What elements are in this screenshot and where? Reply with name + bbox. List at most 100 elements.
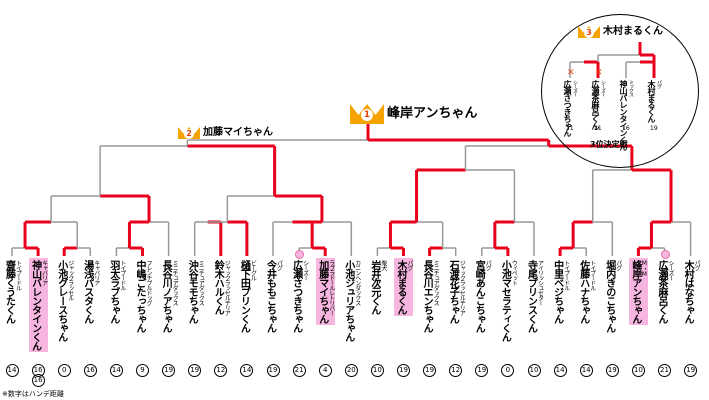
handicap-distance: 21: [291, 364, 307, 377]
player-entry: カニンヘンダックス小池ジュリアちゃん: [340, 258, 362, 343]
player-card: ミニチュアダックス長谷川ノアちゃん: [159, 258, 178, 334]
handicap-distance: 14: [239, 364, 255, 377]
handicap-distance-value: 10: [370, 364, 384, 377]
player-breed: シーズー: [667, 260, 674, 280]
player-name: 峰岸アンちゃん: [629, 260, 641, 323]
pink-dot-icon: [660, 250, 670, 259]
player-name: 神山バレンタインくん: [29, 260, 41, 350]
handicap-distance-value: 14: [109, 364, 123, 377]
handicap-distance-value: 9: [136, 364, 149, 377]
player-name: 岩井次元くん: [368, 260, 380, 314]
player-card: ジャックラッセルテリア石渡花子ちゃん: [446, 258, 465, 325]
player-breed: ミニチュアダックス: [432, 260, 440, 305]
player-card: パグ堀内きのこちゃん: [603, 258, 622, 334]
third-place-player-name: 広瀬茶麻呂くん: [591, 80, 600, 129]
handicap-distance: 19: [187, 364, 203, 377]
player-card: トイプードル佐藤ハナちゃん: [577, 258, 596, 325]
player-entry: キャバリア湯浅パスタくん: [79, 258, 101, 325]
handicap-distance-value: 19: [188, 364, 202, 377]
handicap-distance-value: 19: [423, 364, 437, 377]
player-name: 沖谷モモちゃん: [186, 260, 198, 323]
handicap-distance: 10: [630, 364, 646, 377]
handicap-distance: 19: [683, 364, 699, 377]
player-entry: キャバリア神山バレンタインくん: [27, 258, 49, 352]
third-place-distance: 19: [650, 125, 658, 132]
player-name: 加藤マイちゃん: [316, 260, 328, 323]
third-place-breed: シーズー: [600, 80, 606, 96]
player-card: ウィペット小池マセラティくん: [498, 258, 517, 343]
handicap-distance: 21: [657, 364, 673, 377]
handicap-distance-value: 0: [57, 364, 71, 377]
player-name: 広瀬さつきちゃん: [290, 260, 302, 332]
player-breed: パグ: [693, 260, 701, 270]
handicap-distance-value: 16: [83, 364, 97, 377]
player-entry: ジャックラッセル小池グレースちゃん: [53, 258, 75, 343]
handicap-distance-value: 14: [5, 364, 19, 377]
third-place-breed: パグ: [656, 80, 662, 88]
player-entry: 柴犬岩井次元くん: [366, 258, 388, 316]
third-place-label: 3 木村まるくん: [578, 20, 663, 38]
handicap-distance-value: 14: [553, 364, 567, 377]
player-card: パグ宮崎あんこちゃん: [472, 258, 491, 334]
third-place-distance: 21: [594, 125, 602, 132]
player-entry: ウィペット小池マセラティくん: [497, 258, 519, 343]
player-breed: パグ: [614, 260, 622, 270]
player-entry: フレンチブルドッグ中嶋ごたっちゃん: [132, 258, 154, 334]
handicap-distance: 14: [552, 364, 568, 377]
handicap-distance: 0: [56, 364, 72, 377]
player-name: 中嶋ごたっちゃん: [134, 260, 145, 332]
player-entry: ジャックラッセルテリア鈴木ハルくん: [210, 258, 232, 317]
player-entry: アイリッシュセター寺尾プリンスくん: [523, 258, 545, 334]
champion-label: 1 峰岸アンちゃん: [350, 98, 477, 124]
champion-name: 峰岸アンちゃん: [387, 105, 478, 121]
player-card: トイプードル中里ベジちゃん: [551, 258, 570, 325]
player-breed: トイプードル: [14, 260, 22, 290]
player-name: 木村はなちゃん: [682, 260, 694, 323]
player-card: トイプードル齋藤くうたくん: [3, 258, 22, 325]
handicap-distance-sub: 16: [30, 374, 46, 387]
lose-x-icon: ✕: [567, 68, 575, 78]
handicap-distance: 12: [448, 364, 464, 377]
handicap-distance: 19: [422, 364, 438, 377]
handicap-distance: 10: [526, 364, 542, 377]
player-card: キャバリア湯浅パスタくん: [81, 258, 100, 325]
player-card: トイプードル羽太ラブちゃん: [107, 258, 126, 325]
player-name: 樋下田プリンくん: [238, 260, 250, 332]
player-breed: キャバリア: [92, 260, 100, 285]
third-place-breed: ミックス: [628, 80, 634, 96]
player-card: ミニチュアダックス沖谷モモちゃん: [185, 258, 204, 325]
player-name: 堀内きのこちゃん: [603, 260, 615, 332]
player-name: 小池ジュリアちゃん: [342, 260, 354, 341]
player-name: 齋藤くうたくん: [3, 260, 15, 323]
handicap-distance-value: 10: [527, 364, 541, 377]
player-name: 中里ベジちゃん: [551, 260, 563, 323]
player-breed: アイリッシュセター: [536, 260, 544, 305]
player-name: 鈴木ハルくん: [212, 260, 224, 314]
third-place-player: シーズー広瀬茶麻呂くん: [590, 80, 606, 129]
player-card: ビーグル樋下田プリンくん: [237, 258, 256, 334]
third-place-player: シーズー広瀬さつきちゃん: [562, 80, 578, 136]
player-breed: ラブラドールレトリバー: [327, 260, 335, 315]
player-entry: パグ宮崎あんこちゃん: [471, 258, 493, 334]
player-card: 柴犬岩井次元くん: [368, 258, 387, 316]
third-place-player-name: 広瀬さつきちゃん: [563, 80, 572, 136]
player-entry: ミニチュアダックス沖谷モモちゃん: [184, 258, 206, 325]
third-place-distance: 21: [566, 125, 574, 132]
handicap-distance: 19: [265, 364, 281, 377]
player-entry: パグ堀内きのこちゃん: [601, 258, 623, 334]
player-name: 長谷川ノアちゃん: [160, 260, 172, 332]
player-entry: ミニチュアダックス長谷川ノアちゃん: [158, 258, 180, 334]
player-entry: ビーグル樋下田プリンくん: [236, 258, 258, 334]
player-name: 佐藤ハナちゃん: [577, 260, 589, 323]
handicap-distance: 0: [500, 364, 516, 377]
handicap-distance: 16: [82, 364, 98, 377]
handicap-distance: 19: [604, 364, 620, 377]
player-entry: パグ木村まるくん: [393, 258, 415, 316]
player-breed: トイプードル: [588, 260, 596, 290]
player-card: フレンチブルドッグ中嶋ごたっちゃん: [133, 258, 152, 334]
player-name: 羽太ラブちゃん: [107, 260, 119, 323]
pink-dot-icon: [295, 250, 305, 259]
handicap-distance-value: 20: [344, 364, 358, 377]
